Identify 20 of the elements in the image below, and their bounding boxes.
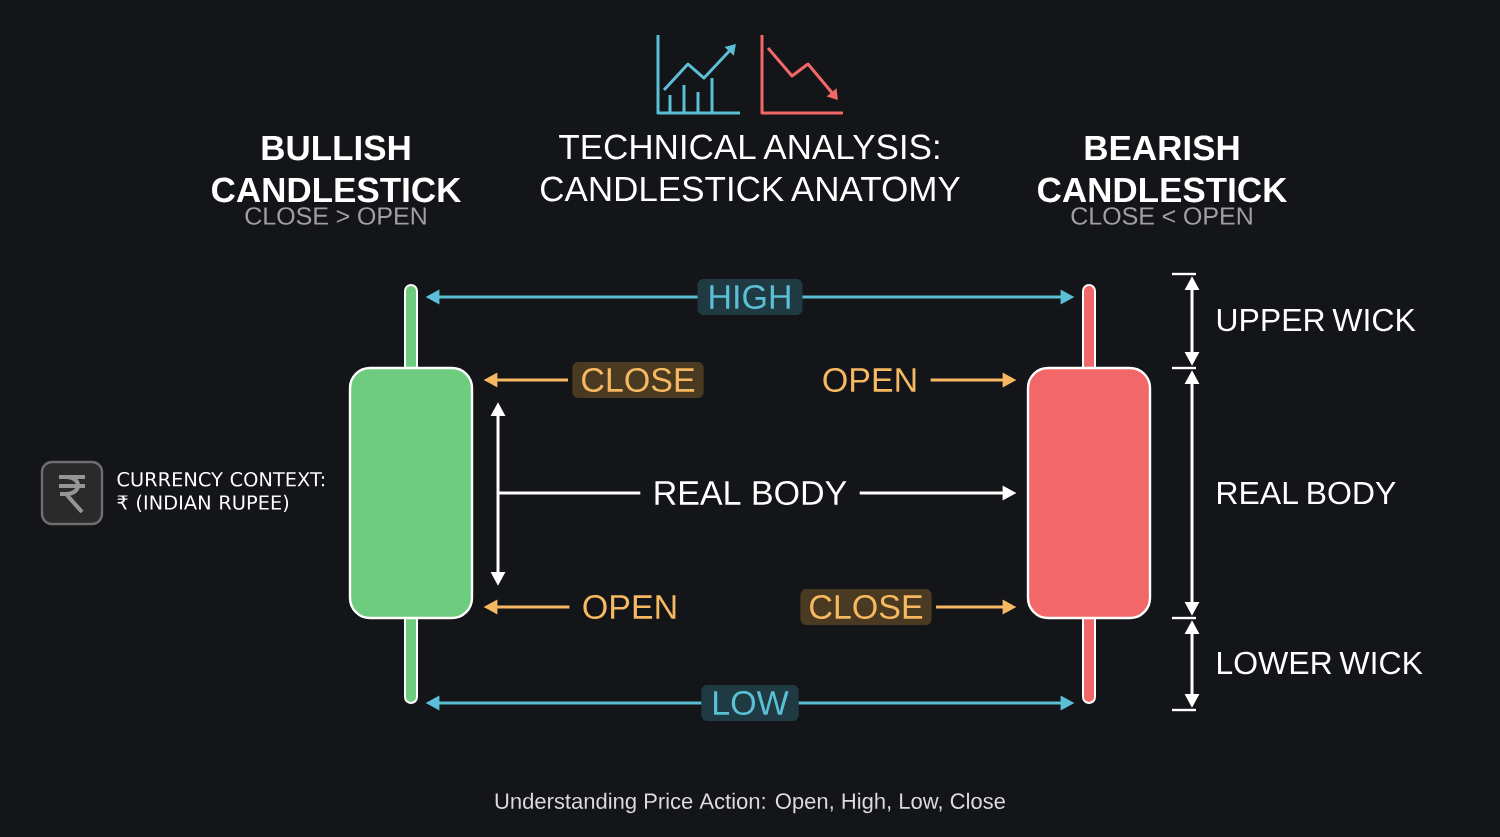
section-label: LOWER WICK: [1218, 651, 1423, 675]
body-label: REAL BODY: [655, 480, 847, 506]
heading: BEARISH CANDLESTICK: [1038, 135, 1288, 203]
price-label: OPEN: [823, 367, 916, 393]
price-badge: CLOSE: [572, 361, 704, 399]
section-label: REAL BODY: [1218, 481, 1396, 505]
price-badge: CLOSE: [800, 589, 932, 626]
price-label: OPEN: [583, 594, 676, 620]
heading: BULLISH CANDLESTICK: [212, 135, 462, 203]
caption: Understanding Price Action: Open, High, Low, Close: [495, 792, 1005, 814]
subheading: CLOSE < OPEN: [1071, 207, 1252, 225]
edge-label: HIGH: [697, 278, 803, 316]
edge-label: LOW: [701, 685, 799, 722]
leader-line: [498, 491, 641, 495]
title: TECHNICAL ANALYSIS: CANDLESTICK ANATOMY: [541, 134, 961, 202]
subheading: CLOSE > OPEN: [245, 207, 426, 225]
candlestick: [1026, 284, 1152, 704]
candlestick: [348, 284, 474, 704]
currency-note: CURRENCY CONTEXT: ₹ (INDIAN RUPEE): [117, 471, 324, 513]
section-label: UPPER WICK: [1217, 308, 1416, 332]
